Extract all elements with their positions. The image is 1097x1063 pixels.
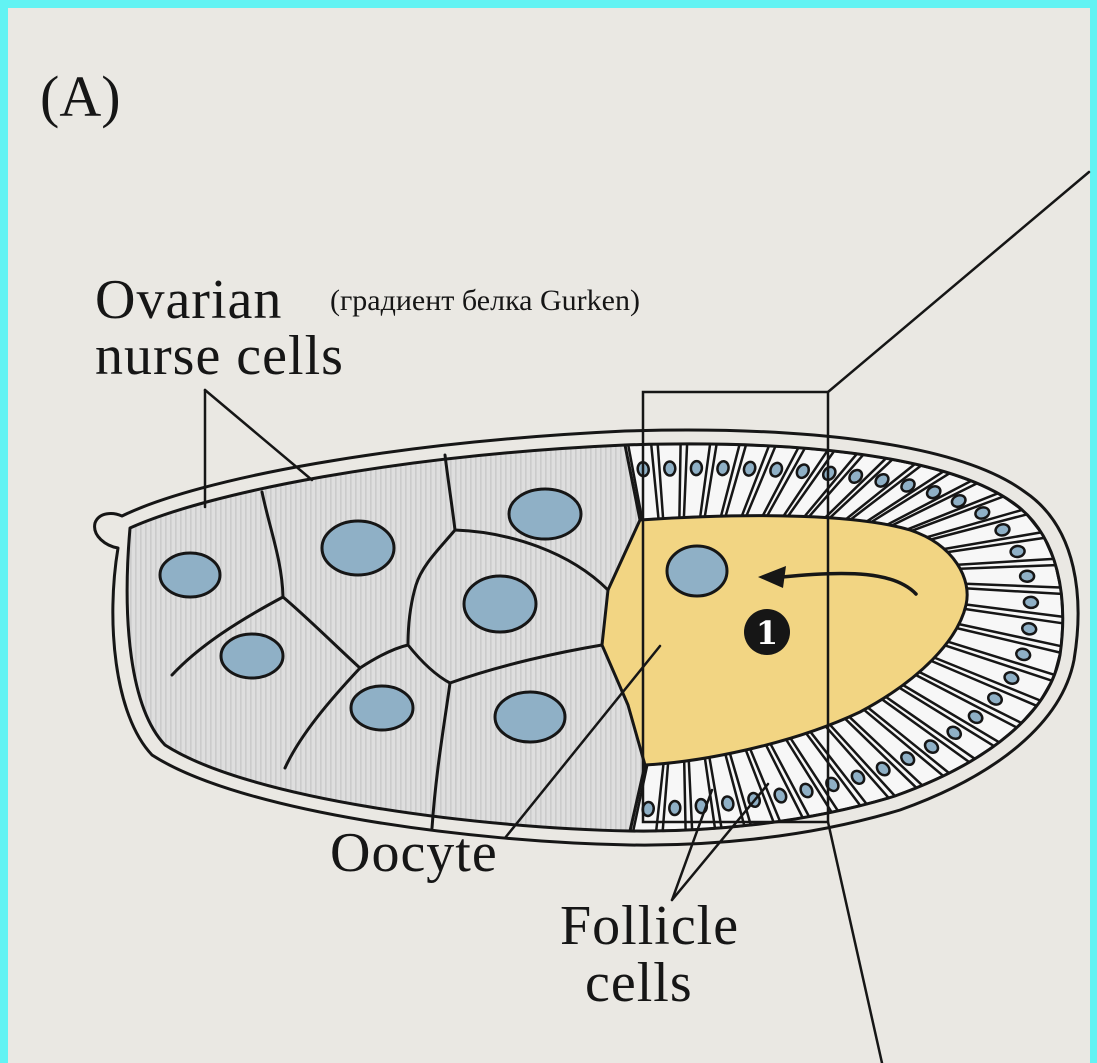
ovarian-label: Ovarian [95, 272, 282, 328]
nurse-cell-nucleus [160, 553, 220, 597]
nurse-cells-label: nurse cells [95, 328, 344, 384]
nurse-cell-nucleus [495, 692, 565, 742]
follicle-cell-nucleus [1020, 571, 1034, 582]
gurken-gradient-note: (градиент белка Gurken) [330, 286, 640, 316]
oocyte-nucleus [667, 546, 727, 596]
follicle-cell-nucleus [669, 801, 680, 815]
nurse-cell-nucleus [322, 521, 394, 575]
panel-label: (A) [40, 68, 121, 126]
follicle-cell-nucleus [1021, 622, 1037, 635]
oocyte-label: Oocyte [330, 825, 498, 881]
step-marker: 1 [744, 609, 790, 655]
nurse-cell-nucleus [221, 634, 283, 678]
follicle-cell-nucleus [1010, 545, 1025, 557]
follicle-cell-nucleus [1023, 596, 1038, 608]
follicle-cell [960, 565, 1060, 587]
follicle-label: Follicle [560, 898, 739, 954]
nurse-cell-nucleus [351, 686, 413, 730]
follicle-cell-nucleus [664, 461, 675, 475]
nurse-cell-nucleus [464, 576, 536, 632]
follicle-cells-label: cells [585, 955, 693, 1011]
nurse-cell-nucleus [509, 489, 581, 539]
step-marker-number: 1 [756, 614, 778, 652]
nurse-cells-leader-line [205, 390, 312, 480]
follicle-cell [658, 444, 681, 519]
follicle-cell-nucleus [690, 461, 702, 476]
zoom-line-top [828, 172, 1089, 392]
zoom-line-bottom [828, 822, 882, 1063]
